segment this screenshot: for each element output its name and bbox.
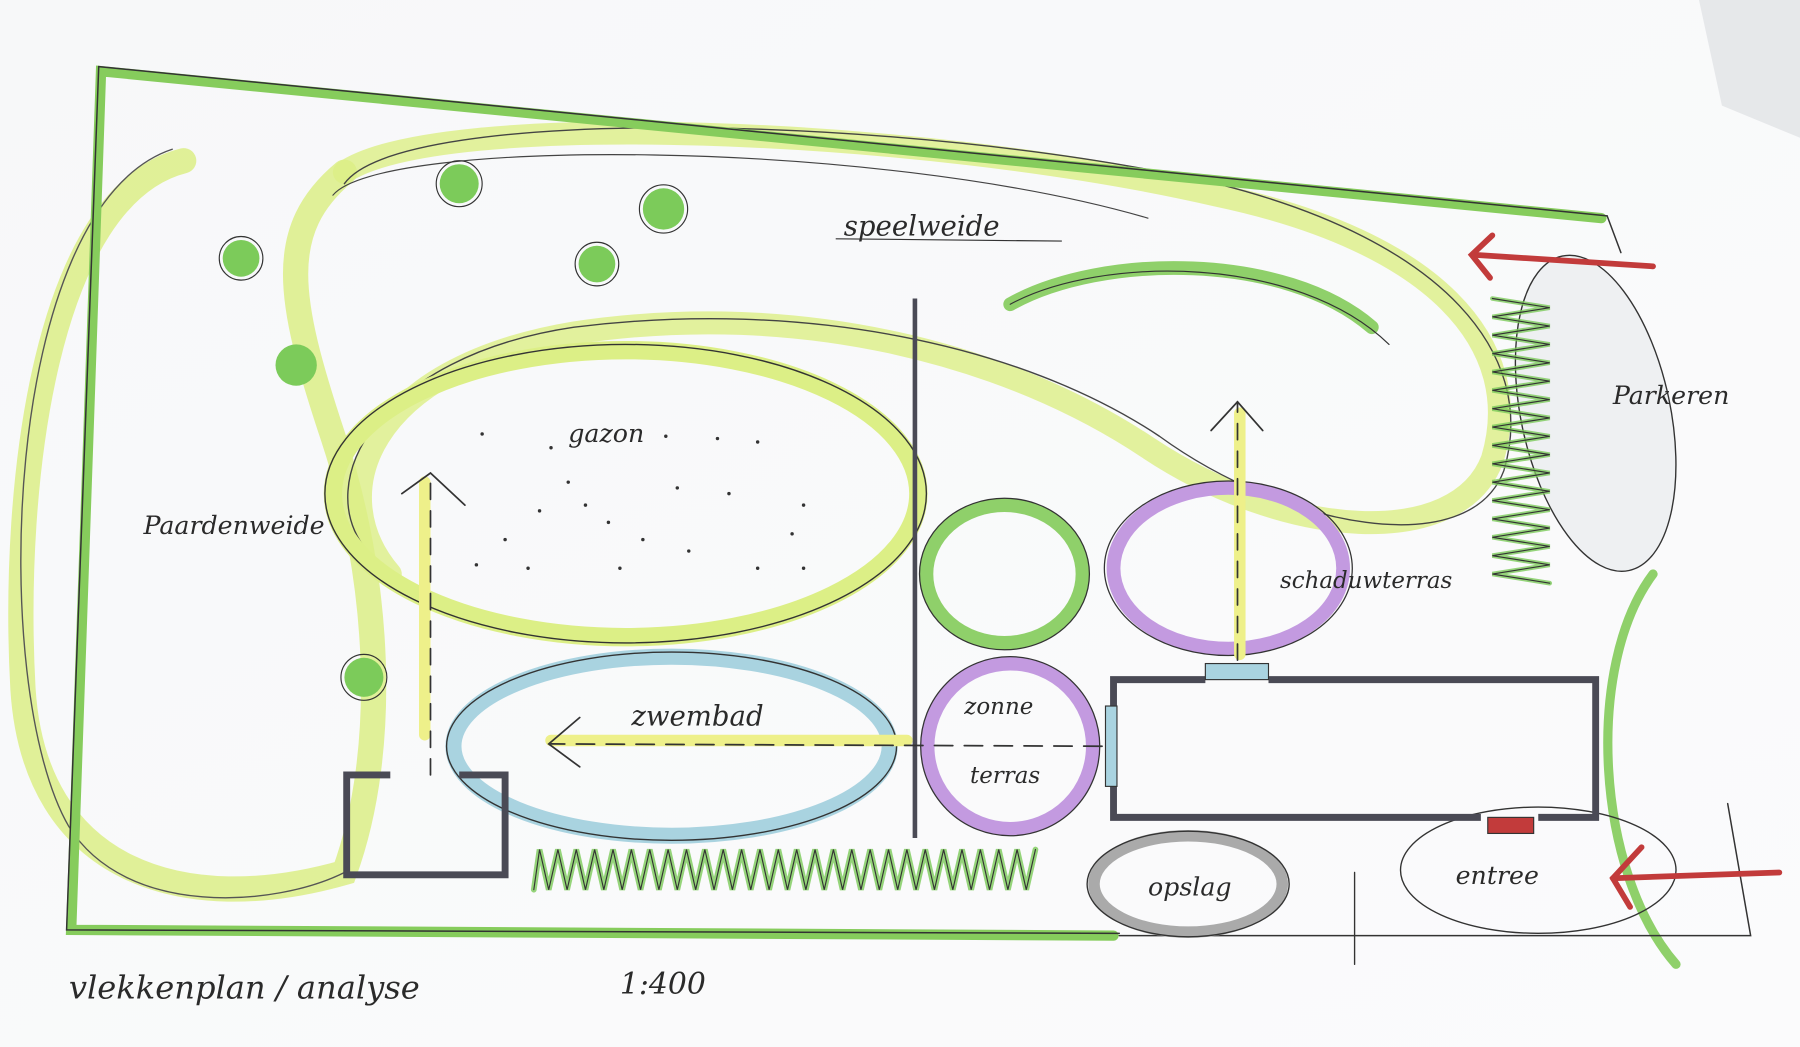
label-entree: entree: [1456, 861, 1539, 890]
tree-icon: [218, 235, 264, 281]
arrow-left-icon: [1467, 232, 1656, 281]
gazon-zone: [323, 340, 928, 647]
tree-icon: [275, 344, 317, 386]
label-schaduwterras: schaduwterras: [1280, 568, 1452, 594]
shed-walls: [343, 771, 509, 879]
green-zone: [919, 498, 1090, 650]
entree-zone: [1399, 806, 1677, 935]
label-opslag: opslag: [1148, 872, 1232, 901]
label-zonneterras-2: terras: [970, 763, 1040, 789]
access-arrows: [1467, 232, 1783, 910]
label-zwembad: zwembad: [630, 701, 763, 733]
label-gazon: gazon: [568, 419, 644, 448]
tree-icon: [340, 653, 388, 701]
labels: speelweide Paardenweide gazon zwembad zo…: [69, 210, 1730, 1006]
plan-scale: 1:400: [620, 967, 706, 1002]
site-border: [65, 65, 1752, 966]
opslag-zone: [1088, 830, 1289, 938]
label-zonneterras-1: zonne: [963, 694, 1033, 720]
tree-icon: [435, 160, 483, 208]
hedges: [530, 296, 1553, 893]
plan-title: vlekkenplan / analyse: [69, 969, 420, 1007]
sightline-arrows: [400, 400, 1264, 776]
tree-icon: [574, 241, 620, 287]
label-parkeren: Parkeren: [1612, 381, 1730, 410]
arrow-left-icon: [1609, 844, 1783, 910]
lawn-dots: [474, 432, 806, 570]
label-paardenweide: Paardenweide: [142, 511, 324, 540]
label-speelweide: speelweide: [844, 210, 1000, 242]
schaduwterras-zone: [1106, 481, 1350, 656]
parkeren-zone: [1514, 254, 1677, 572]
trees: [218, 160, 689, 701]
structures: [343, 298, 1600, 879]
tree-icon: [638, 184, 689, 234]
